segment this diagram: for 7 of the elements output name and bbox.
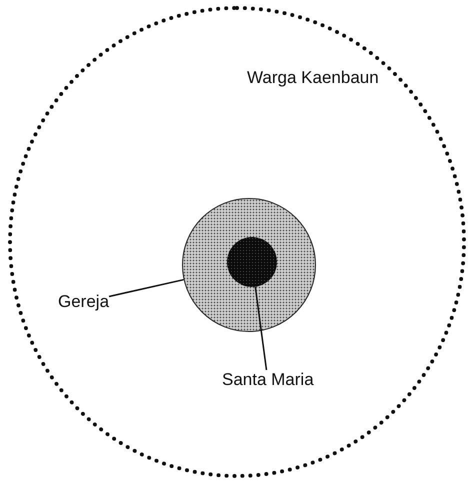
leader-line xyxy=(108,278,184,298)
solid-circle xyxy=(227,237,277,287)
callout-label: Gereja xyxy=(58,292,110,312)
dotted-circle xyxy=(8,6,466,478)
leader-line xyxy=(254,286,268,370)
circle-label: Warga Kaenbaun xyxy=(247,68,379,88)
callout-label: Santa Maria xyxy=(222,370,314,390)
